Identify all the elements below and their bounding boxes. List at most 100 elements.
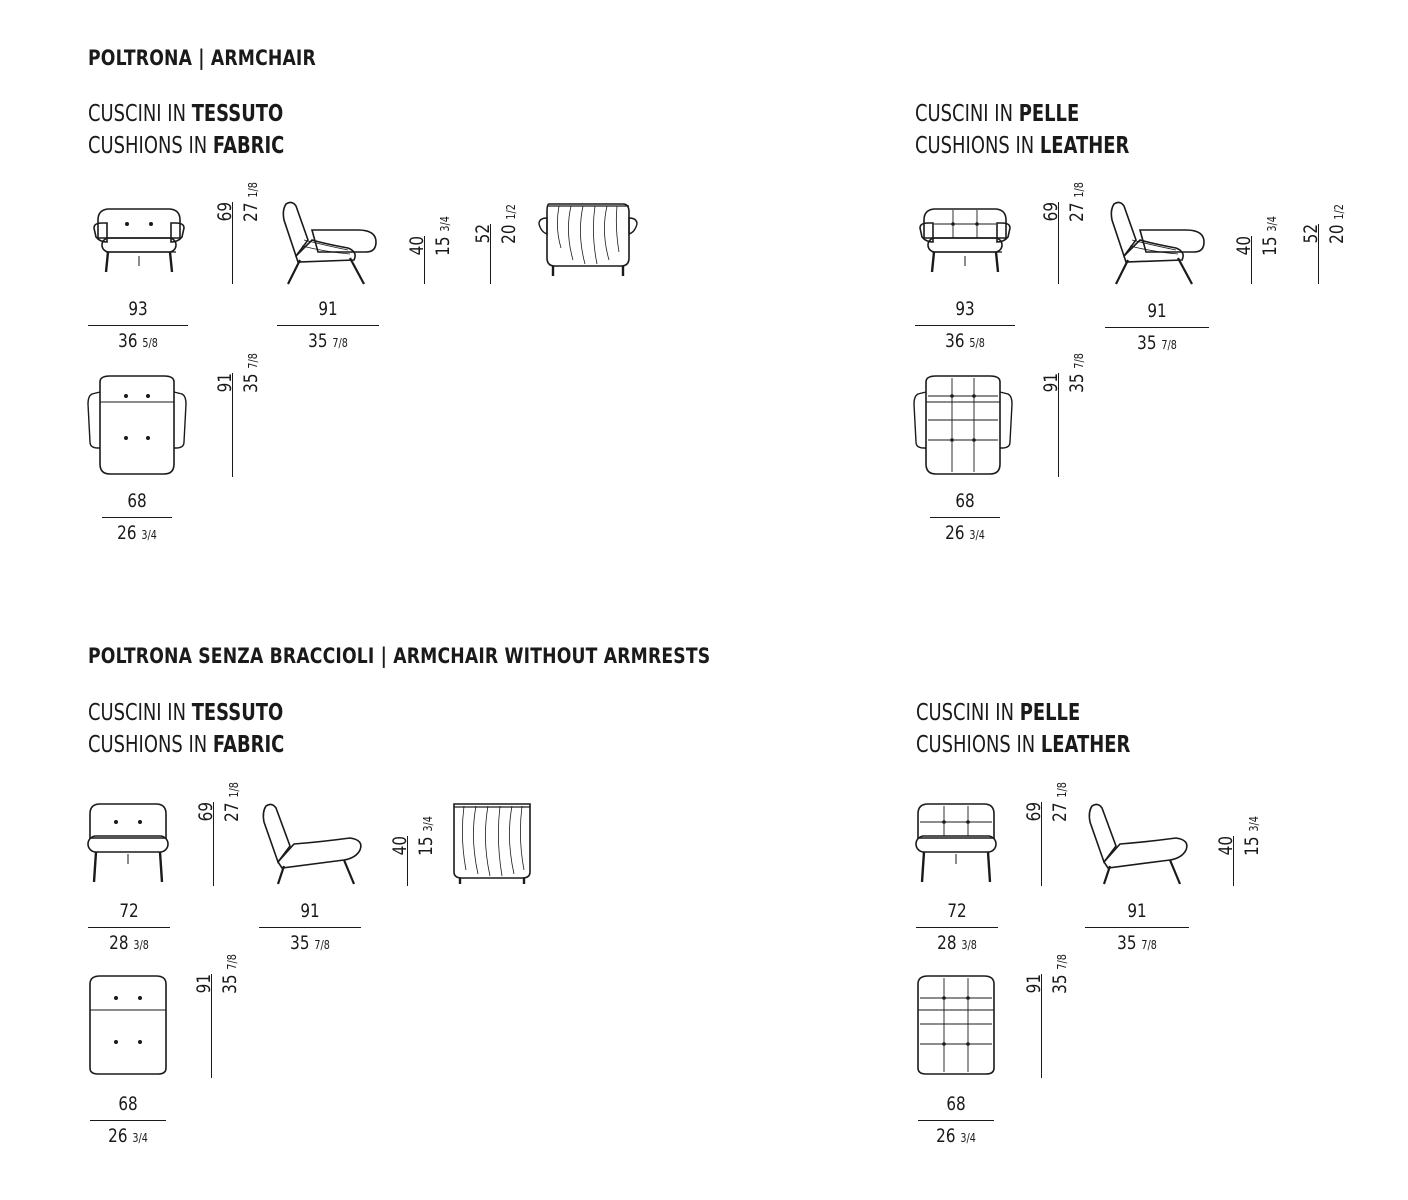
subtitle-line2-bold: FABRIC (212, 732, 285, 758)
subtitle-line1-bold: TESSUTO (191, 700, 284, 726)
dim-in: 36 (118, 330, 138, 352)
dim-front-width: 72 28 3/8 (88, 900, 170, 956)
dim-cm: 40 (389, 836, 411, 856)
dim-in: 28 (109, 932, 129, 954)
dim-cm: 40 (1215, 836, 1237, 856)
dim-in-frac: 1/8 (246, 182, 260, 198)
dim-cm: 91 (1040, 373, 1062, 393)
dim-in: 35 (240, 373, 262, 393)
dim-top-width: 68 26 3/4 (102, 490, 172, 546)
dim-in: 26 (108, 1125, 128, 1147)
section-title-armchair: POLTRONA | ARMCHAIR (88, 46, 316, 70)
subtitle-line1-plain: CUSCINI IN (915, 101, 1013, 127)
no-arms-leather-front-view (914, 802, 998, 884)
subtitle-fabric-no-arms: CUSCINI IN TESSUTO CUSHIONS IN FABRIC (88, 697, 284, 761)
dim-side-width: 91 35 7/8 (277, 298, 379, 354)
dim-in-frac: 1/8 (1072, 182, 1086, 198)
dim-in: 35 (1049, 974, 1071, 994)
dim-in-frac: 7/8 (1055, 954, 1069, 970)
dim-in-frac: 3/4 (969, 528, 985, 542)
dim-in-frac: 7/8 (1141, 938, 1157, 952)
dim-in-frac: 1/2 (1332, 204, 1346, 220)
no-arms-fabric-front-view (86, 802, 170, 884)
armchair-leather-top-view (913, 375, 1013, 475)
dim-cm: 91 (214, 373, 236, 393)
subtitle-line1-bold: PELLE (1019, 700, 1081, 726)
dim-cm: 91 (300, 900, 320, 922)
dim-in: 15 (432, 236, 454, 256)
dim-cm: 72 (947, 900, 967, 922)
no-arms-leather-side-view (1088, 803, 1188, 886)
dim-in-frac: 3/8 (133, 938, 149, 952)
dim-in-frac: 3/4 (438, 216, 452, 232)
dim-in-frac: 1/8 (227, 782, 241, 798)
subtitle-line1-bold: TESSUTO (191, 101, 284, 127)
dim-in: 27 (221, 802, 243, 822)
dim-cm: 91 (193, 974, 215, 994)
dim-side-width: 91 35 7/8 (1085, 900, 1189, 956)
dim-side-width: 91 35 7/8 (1105, 300, 1209, 356)
subtitle-fabric-armchair: CUSCINI IN TESSUTO CUSHIONS IN FABRIC (88, 98, 284, 162)
dim-cm: 91 (1127, 900, 1147, 922)
dim-in: 15 (1241, 836, 1263, 856)
subtitle-line2-bold: FABRIC (212, 133, 285, 159)
dim-in-frac: 3/4 (1247, 816, 1261, 832)
subtitle-line2-plain: CUSHIONS IN (915, 133, 1035, 159)
no-arms-fabric-top-view (89, 975, 167, 1075)
dim-in-frac: 7/8 (246, 353, 260, 369)
armchair-fabric-front-view (92, 207, 186, 274)
dim-in: 27 (1049, 802, 1071, 822)
dim-in-frac: 7/8 (1072, 353, 1086, 369)
dim-cm: 91 (1147, 300, 1167, 322)
subtitle-line2-bold: LEATHER (1039, 133, 1130, 159)
armchair-fabric-back-view (537, 202, 639, 278)
dim-cm: 93 (955, 298, 975, 320)
no-arms-fabric-side-view (262, 803, 362, 886)
subtitle-line1-bold: PELLE (1018, 101, 1080, 127)
dim-cm: 69 (214, 202, 236, 222)
subtitle-line2-bold: LEATHER (1040, 732, 1131, 758)
dim-in: 27 (1066, 202, 1088, 222)
dim-in: 26 (945, 522, 965, 544)
dim-cm: 68 (127, 490, 147, 512)
dim-cm: 72 (119, 900, 139, 922)
subtitle-line2-plain: CUSHIONS IN (88, 732, 208, 758)
dim-cm: 52 (472, 224, 494, 244)
dim-in-frac: 7/8 (332, 336, 348, 350)
dim-cm: 40 (1233, 236, 1255, 256)
dim-in: 35 (1137, 332, 1157, 354)
dim-in: 20 (498, 224, 520, 244)
dim-in-frac: 5/8 (969, 336, 985, 350)
dim-in-frac: 7/8 (314, 938, 330, 952)
dim-in-frac: 3/4 (141, 528, 157, 542)
dim-in-frac: 1/2 (504, 204, 518, 220)
dim-in: 35 (1066, 373, 1088, 393)
subtitle-line1-plain: CUSCINI IN (916, 700, 1014, 726)
dim-cm: 69 (1023, 802, 1045, 822)
dim-in: 35 (290, 932, 310, 954)
dim-front-width: 93 36 5/8 (88, 298, 188, 354)
dim-in-frac: 3/4 (1265, 216, 1279, 232)
dim-cm: 91 (1023, 974, 1045, 994)
dim-in: 15 (1259, 236, 1281, 256)
dim-in: 28 (937, 932, 957, 954)
dim-in: 35 (219, 974, 241, 994)
subtitle-leather-no-arms: CUSCINI IN PELLE CUSHIONS IN LEATHER (916, 697, 1130, 761)
armchair-fabric-side-view (282, 201, 378, 286)
section-title-armchair-no-arms: POLTRONA SENZA BRACCIOLI | ARMCHAIR WITH… (88, 644, 711, 668)
subtitle-line1-plain: CUSCINI IN (88, 700, 186, 726)
subtitle-line2-plain: CUSHIONS IN (88, 133, 208, 159)
armchair-leather-side-view (1110, 201, 1206, 286)
dim-in-frac: 3/8 (961, 938, 977, 952)
dim-cm: 91 (318, 298, 338, 320)
dim-in-frac: 3/4 (960, 1131, 976, 1145)
armchair-fabric-top-view (87, 375, 187, 475)
dim-in: 35 (1117, 932, 1137, 954)
dim-cm: 52 (1300, 224, 1322, 244)
dim-in-frac: 1/8 (1055, 782, 1069, 798)
dim-top-width: 68 26 3/4 (930, 490, 1000, 546)
no-arms-leather-top-view (917, 975, 995, 1075)
dim-in: 26 (936, 1125, 956, 1147)
no-arms-fabric-back-view (452, 802, 532, 886)
dim-in-frac: 5/8 (142, 336, 158, 350)
